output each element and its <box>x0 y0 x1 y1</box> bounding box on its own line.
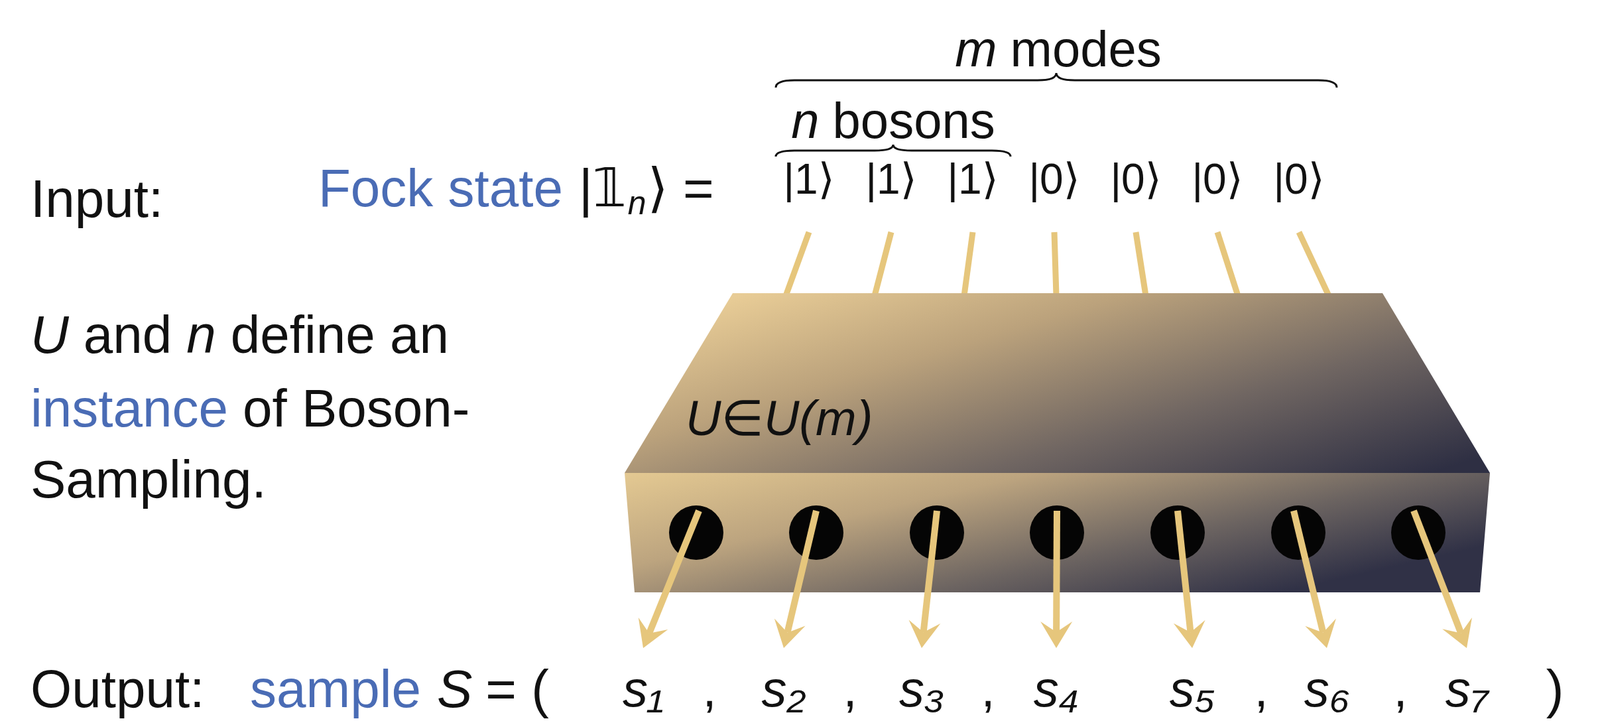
bosons-brace <box>775 144 1011 157</box>
output-label: Output: <box>30 662 205 716</box>
description-text: of Boson- <box>242 381 470 435</box>
mode-ket: |0⟩ <box>1028 157 1080 201</box>
output-arrow <box>1177 510 1191 632</box>
mode-ket: |1⟩ <box>865 157 917 201</box>
modes-brace <box>775 72 1337 88</box>
input-wire <box>1217 232 1238 296</box>
variable-m: m <box>954 23 997 75</box>
mode-ket: |0⟩ <box>1273 157 1325 201</box>
output-arrow <box>787 510 817 633</box>
ket-close: ⟩ = <box>647 161 715 215</box>
sample-entry: s₁ <box>622 663 664 715</box>
arrow-head <box>1442 617 1473 648</box>
mode-ket: |1⟩ <box>783 157 835 201</box>
variable-u: U <box>30 308 69 362</box>
output-arrow <box>923 510 937 632</box>
instance-term: instance <box>30 381 229 435</box>
modes-label: modes <box>1010 23 1162 75</box>
sample-entry: s₆ <box>1304 663 1351 715</box>
arrow-head <box>909 619 941 648</box>
separator: , <box>980 663 995 715</box>
sample-entry: s₂ <box>761 663 807 715</box>
sample-entry: s₄ <box>1033 663 1079 715</box>
sample-entry: s₃ <box>899 663 945 715</box>
sample-term: sample <box>249 662 422 716</box>
ket-open: |𝟙 <box>578 161 627 215</box>
interferometer-slab: U∈U(m) <box>624 293 1490 593</box>
input-wire <box>785 232 809 296</box>
input-label: Input: <box>30 172 164 226</box>
slab-top-face <box>624 293 1490 473</box>
description-text: and <box>83 308 172 362</box>
tuple-close: ) <box>1546 662 1565 716</box>
output-arrow <box>1293 510 1323 633</box>
output-arrow <box>1052 510 1061 632</box>
arrow-head <box>774 618 806 648</box>
variable-n: n <box>791 95 819 146</box>
arrow-head <box>1173 619 1206 648</box>
input-wire <box>1135 232 1146 296</box>
ket-subscript: n <box>627 186 647 220</box>
input-wire <box>874 232 892 296</box>
separator: , <box>1253 663 1268 715</box>
group-label: U∈U(m) <box>685 393 873 443</box>
input-wire <box>1298 232 1329 296</box>
output-arrow <box>1413 510 1461 634</box>
input-wire <box>1054 232 1057 296</box>
variable-n: n <box>186 308 217 362</box>
mode-ket: |1⟩ <box>946 157 998 201</box>
mode-ket: |0⟩ <box>1109 157 1162 201</box>
sample-entry: s₇ <box>1445 663 1489 715</box>
arrow-head <box>1304 617 1337 648</box>
bosons-label: bosons <box>832 95 996 146</box>
separator: , <box>842 663 857 715</box>
input-wire <box>964 232 973 296</box>
mode-ket: |0⟩ <box>1191 157 1243 201</box>
separator: , <box>1393 663 1408 715</box>
tuple-open: = ( <box>485 662 550 716</box>
variable-s: S <box>436 662 473 716</box>
separator: , <box>702 663 717 715</box>
fock-state-label: Fock state <box>318 161 563 215</box>
description-text: Sampling. <box>30 452 267 506</box>
description-text: define an <box>230 308 449 362</box>
arrow-head <box>638 617 668 648</box>
output-arrow <box>649 510 699 634</box>
sample-entry: s₅ <box>1169 663 1216 715</box>
arrow-head <box>1040 621 1073 648</box>
